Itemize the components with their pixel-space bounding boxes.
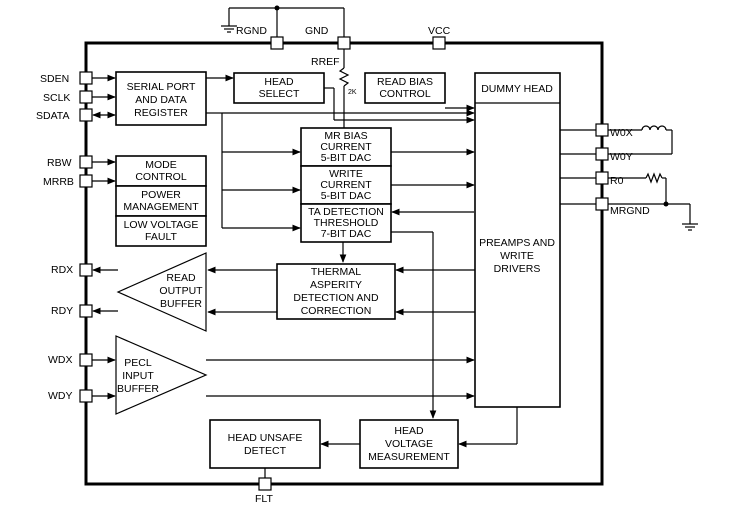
wdx-label: WDX (48, 354, 73, 366)
svg-text:DRIVERS: DRIVERS (494, 263, 541, 275)
read-head-resistor (608, 172, 698, 231)
svg-text:WRITE: WRITE (500, 250, 534, 262)
svg-text:7-BIT DAC: 7-BIT DAC (321, 228, 372, 240)
r0-label: R0 (610, 175, 624, 187)
svg-text:TA DETECTION: TA DETECTION (308, 206, 384, 218)
svg-text:HEAD UNSAFE: HEAD UNSAFE (228, 432, 303, 444)
rdx-pin (79, 263, 93, 277)
svg-text:DETECT: DETECT (244, 445, 287, 457)
svg-text:CONTROL: CONTROL (135, 171, 186, 183)
wdx-pin (79, 353, 93, 367)
svg-text:CORRECTION: CORRECTION (301, 305, 372, 317)
wdy-pin (79, 389, 93, 403)
vcc-pin (432, 36, 446, 50)
svg-text:CURRENT: CURRENT (320, 141, 372, 153)
svg-text:INPUT: INPUT (122, 370, 154, 382)
wdy-label: WDY (48, 390, 73, 402)
svg-text:BUFFER: BUFFER (160, 298, 202, 310)
svg-text:OUTPUT: OUTPUT (159, 285, 203, 297)
svg-text:BUFFER: BUFFER (117, 383, 159, 395)
mrgnd-pin (595, 197, 609, 211)
svg-text:POWER: POWER (141, 189, 181, 201)
svg-text:MR BIAS: MR BIAS (324, 130, 367, 142)
svg-text:THRESHOLD: THRESHOLD (314, 217, 379, 229)
svg-text:REGISTER: REGISTER (134, 107, 188, 119)
sdata-pin (79, 108, 93, 122)
w0y-pin (595, 147, 609, 161)
rref-value: 2K (348, 89, 357, 96)
svg-text:LOW VOLTAGE: LOW VOLTAGE (124, 219, 199, 231)
w0x-pin (595, 123, 609, 137)
vcc-label: VCC (428, 25, 451, 37)
svg-text:AND DATA: AND DATA (135, 94, 187, 106)
write-current-dac-block: WRITE CURRENT 5-BIT DAC (300, 165, 392, 205)
rbw-pin (79, 155, 93, 169)
svg-text:FAULT: FAULT (145, 231, 177, 243)
svg-text:READ: READ (166, 272, 196, 284)
svg-text:ASPERITY: ASPERITY (310, 279, 362, 291)
svg-text:PREAMPS AND: PREAMPS AND (479, 237, 555, 249)
preamps-block: DUMMY HEAD PREAMPS AND WRITE DRIVERS (474, 72, 561, 408)
svg-text:5-BIT DAC: 5-BIT DAC (321, 190, 372, 202)
svg-text:DETECTION AND: DETECTION AND (293, 292, 379, 304)
svg-text:HEAD: HEAD (394, 425, 424, 437)
ta-detection-dac-block: TA DETECTION THRESHOLD 7-BIT DAC (300, 203, 392, 243)
svg-text:CONTROL: CONTROL (379, 88, 430, 100)
svg-text:HEAD: HEAD (264, 76, 294, 88)
rdx-label: RDX (51, 264, 73, 276)
rbw-label: RBW (47, 157, 72, 169)
w0y-label: W0Y (610, 151, 633, 163)
wiring (92, 74, 596, 478)
head-voltage-block: HEAD VOLTAGE MEASUREMENT (359, 419, 459, 469)
svg-text:5-BIT DAC: 5-BIT DAC (321, 152, 372, 164)
sclk-pin (79, 90, 93, 104)
svg-text:PECL: PECL (124, 357, 152, 369)
svg-text:MANAGEMENT: MANAGEMENT (123, 201, 199, 213)
w0x-label: W0X (610, 127, 633, 139)
mr-bias-dac-block: MR BIAS CURRENT 5-BIT DAC (300, 127, 392, 167)
svg-text:THERMAL: THERMAL (311, 266, 361, 278)
read-output-buffer: READ OUTPUT BUFFER (116, 252, 207, 332)
mode-control-block: MODE CONTROL (115, 155, 207, 187)
gnd-pin (337, 36, 351, 50)
flt-label: FLT (255, 493, 273, 505)
svg-text:VOLTAGE: VOLTAGE (385, 438, 433, 450)
sclk-label: SCLK (43, 92, 70, 104)
svg-text:READ BIAS: READ BIAS (377, 76, 433, 88)
rref-label: RREF (311, 56, 340, 68)
dummy-head-label: DUMMY HEAD (481, 83, 553, 95)
power-management-block: POWER MANAGEMENT (115, 185, 207, 217)
svg-text:CURRENT: CURRENT (320, 179, 372, 191)
gnd-label: GND (305, 25, 329, 37)
r0-pin (595, 171, 609, 185)
serial-port-block: SERIAL PORT AND DATA REGISTER (115, 71, 207, 126)
svg-text:MEASUREMENT: MEASUREMENT (368, 451, 450, 463)
rgnd-pin (270, 36, 284, 50)
low-voltage-fault-block: LOW VOLTAGE FAULT (115, 215, 207, 247)
flt-pin (258, 477, 272, 491)
sden-label: SDEN (40, 73, 69, 85)
sden-pin (79, 71, 93, 85)
mrrb-label: MRRB (43, 176, 74, 188)
mrrb-pin (79, 174, 93, 188)
rref-resistor (338, 49, 350, 128)
write-head-inductor (608, 125, 673, 155)
head-unsafe-block: HEAD UNSAFE DETECT (209, 419, 321, 469)
sdata-label: SDATA (36, 110, 69, 122)
mrgnd-label: MRGND (610, 205, 650, 217)
rgnd-label: RGND (236, 25, 267, 37)
svg-text:SERIAL PORT: SERIAL PORT (127, 81, 196, 93)
thermal-asperity-block: THERMAL ASPERITY DETECTION AND CORRECTIO… (276, 263, 396, 320)
svg-text:SELECT: SELECT (259, 88, 300, 100)
read-bias-control-block: READ BIAS CONTROL (364, 72, 446, 104)
rdy-pin (79, 304, 93, 318)
svg-text:MODE: MODE (145, 159, 177, 171)
svg-text:WRITE: WRITE (329, 168, 363, 180)
pecl-input-buffer: PECL INPUT BUFFER (115, 335, 208, 415)
ground-connection (221, 5, 345, 37)
head-select-block: HEAD SELECT (233, 72, 325, 104)
rdy-label: RDY (51, 305, 73, 317)
serial-pins (79, 71, 116, 122)
